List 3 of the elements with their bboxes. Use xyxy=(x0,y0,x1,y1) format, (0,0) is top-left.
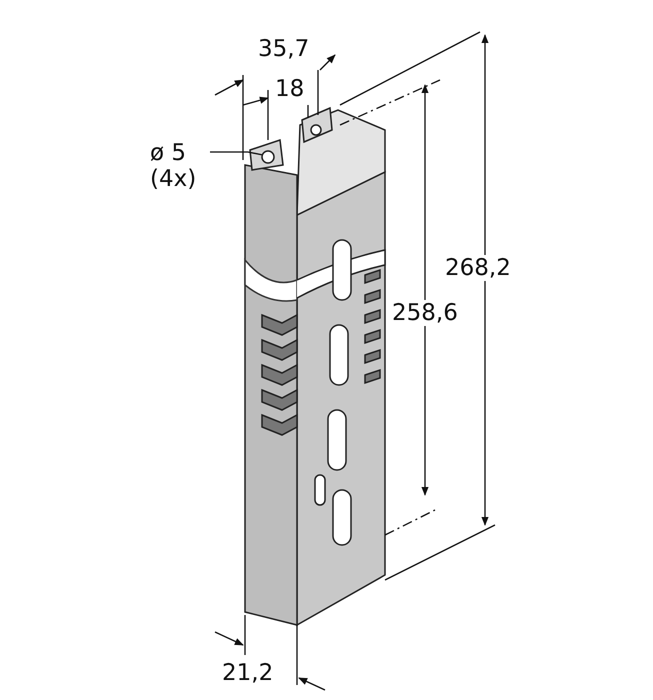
dimension-value: 258,6 xyxy=(392,300,458,326)
mounting-hole xyxy=(261,150,275,164)
dimension-value: 268,2 xyxy=(445,255,511,282)
